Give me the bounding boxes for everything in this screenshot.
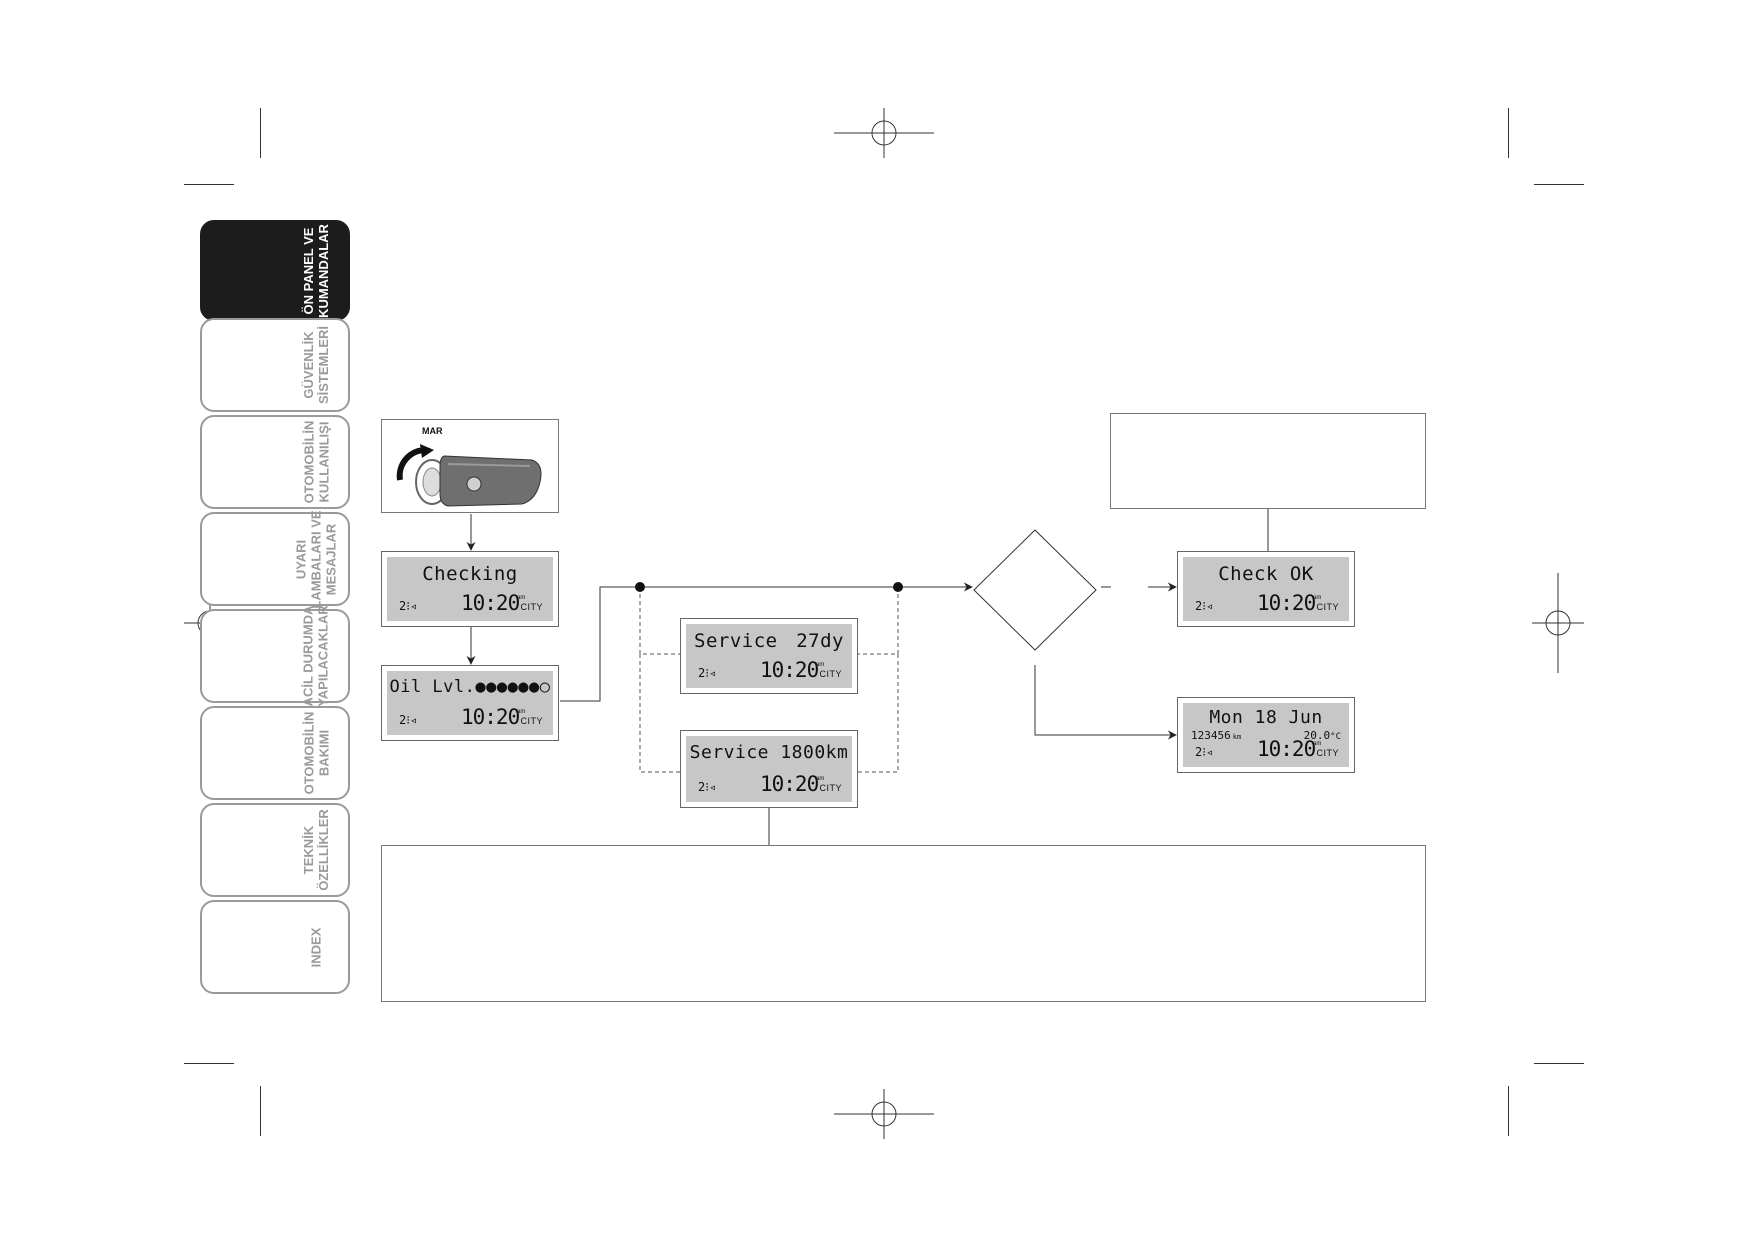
display-service-km: Service 1800km 2⁝◃ 10:20 am CITY — [680, 730, 858, 808]
tab-label: ACİL DURUMDA YAPILACAKLAR — [301, 605, 332, 707]
tab-label: INDEX — [308, 927, 324, 967]
crop-mark — [1534, 1063, 1584, 1064]
tab-guvenlik-sistemleri[interactable]: GÜVENLİK SİSTEMLERİ — [200, 318, 350, 412]
clock-ampm: am — [1313, 741, 1322, 747]
gear-indicator: 2⁝◃ — [399, 713, 418, 727]
gear-indicator: 2⁝◃ — [1195, 745, 1214, 759]
service-days-value: 27dy — [796, 630, 844, 652]
clock-ampm: am — [517, 709, 526, 715]
clock-time: 10:20 — [461, 705, 520, 729]
service-label: Service — [694, 630, 778, 652]
drive-mode: CITY — [1316, 602, 1339, 612]
drive-mode: CITY — [520, 602, 543, 612]
clock-ampm: am — [517, 595, 526, 601]
crop-mark — [1508, 108, 1509, 158]
lcd-message: Oil Lvl.●●●●●●○ — [389, 677, 551, 697]
tab-acil-durumda-yapilacaklar[interactable]: ACİL DURUMDA YAPILACAKLAR — [200, 605, 350, 707]
crop-mark — [1508, 1086, 1509, 1136]
clock-ampm: am — [1313, 595, 1322, 601]
crop-mark — [184, 184, 234, 185]
display-oil-level: Oil Lvl.●●●●●●○ 2⁝◃ 10:20 am CITY — [381, 665, 559, 741]
display-checking: Checking 2⁝◃ 10:20 am CITY — [381, 551, 559, 627]
clock-ampm: am — [816, 662, 825, 668]
note-box-top-right — [1110, 413, 1426, 509]
clock-time: 10:20 — [760, 772, 819, 796]
tab-on-panel-ve-kumandalar[interactable]: ÖN PANEL VE KUMANDALAR — [200, 220, 350, 321]
tab-teknik-ozellikler[interactable]: TEKNİK ÖZELLİKLER — [200, 803, 350, 897]
gear-indicator: 2⁝◃ — [399, 599, 418, 613]
tab-otomobilin-bakimi[interactable]: OTOMOBİLİN BAKIMI — [200, 706, 350, 800]
clock-time: 10:20 — [760, 658, 819, 682]
crop-mark — [260, 108, 261, 158]
crop-mark — [184, 1063, 234, 1064]
drive-mode: CITY — [520, 716, 543, 726]
tab-label: ÖN PANEL VE KUMANDALAR — [301, 223, 332, 318]
key-icon — [396, 444, 542, 507]
tab-label: GÜVENLİK SİSTEMLERİ — [301, 325, 332, 405]
lcd-message: Service 27dy — [694, 630, 844, 652]
tab-label: OTOMOBİLİN KULLANILIŞI — [301, 420, 331, 504]
tab-index[interactable]: INDEX — [200, 900, 350, 994]
display-check-ok: Check OK 2⁝◃ 10:20 am CITY — [1177, 551, 1355, 627]
lcd-screen: Checking 2⁝◃ 10:20 am CITY — [387, 557, 553, 621]
clock-ampm: am — [816, 776, 825, 782]
tab-label: TEKNİK ÖZELLİKLER — [301, 809, 332, 891]
tab-uyari-lambalari-ve-mesajlar[interactable]: UYARI LAMBALARI VE MESAJLAR — [200, 509, 350, 609]
clock-time: 10:20 — [1257, 737, 1316, 761]
lcd-screen: Oil Lvl.●●●●●●○ 2⁝◃ 10:20 am CITY — [387, 671, 553, 735]
lcd-message: Check OK — [1218, 563, 1314, 585]
lcd-screen: Check OK 2⁝◃ 10:20 am CITY — [1183, 557, 1349, 621]
drive-mode: CITY — [819, 783, 842, 793]
drive-mode: CITY — [819, 669, 842, 679]
gear-indicator: 2⁝◃ — [698, 780, 717, 794]
crop-mark — [1534, 184, 1584, 185]
ignition-key-panel: MAR — [381, 419, 559, 513]
gear-indicator: 2⁝◃ — [1195, 599, 1214, 613]
crop-mark — [260, 1086, 261, 1136]
key-mar-label: MAR — [422, 426, 443, 436]
tab-otomobilin-kullanilisi[interactable]: OTOMOBİLİN KULLANILIŞI — [200, 415, 350, 509]
lcd-screen: Service 1800km 2⁝◃ 10:20 am CITY — [686, 736, 852, 802]
odometer-unit: km — [1232, 733, 1242, 741]
gear-indicator: 2⁝◃ — [698, 666, 717, 680]
tab-label: OTOMOBİLİN BAKIMI — [301, 711, 331, 795]
temperature-value: 20.0 — [1303, 729, 1331, 742]
tab-label: UYARI LAMBALARI VE MESAJLAR — [293, 509, 339, 609]
temperature-unit: °C — [1330, 732, 1341, 742]
lcd-message: Service 1800km — [689, 742, 849, 763]
lcd-message: Checking — [422, 563, 518, 585]
odometer-value: 123456 — [1191, 729, 1231, 742]
clock-time: 10:20 — [461, 591, 520, 615]
lcd-screen: Service 27dy 2⁝◃ 10:20 am CITY — [686, 624, 852, 688]
note-box-bottom — [381, 845, 1426, 1002]
drive-mode: CITY — [1316, 748, 1339, 758]
clock-time: 10:20 — [1257, 591, 1316, 615]
display-service-days: Service 27dy 2⁝◃ 10:20 am CITY — [680, 618, 858, 694]
lcd-date: Mon 18 Jun — [1209, 707, 1323, 728]
